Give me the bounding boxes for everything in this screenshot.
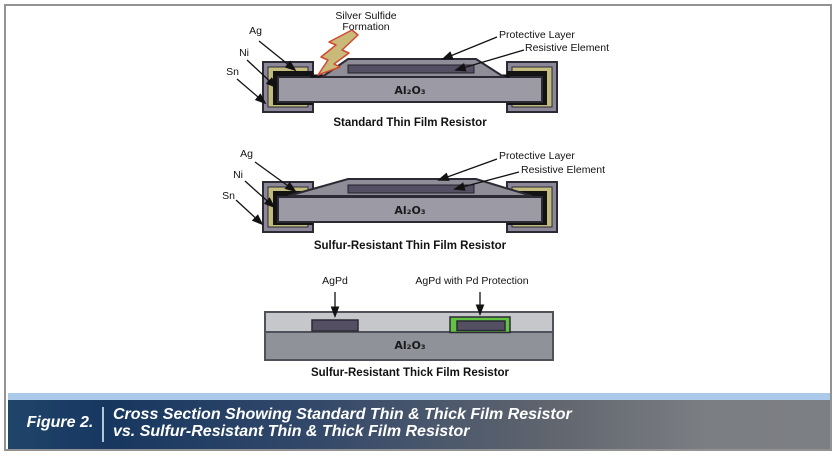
- arrow-protective-layer-2: [437, 158, 498, 181]
- exposed-ag-strip-left: [310, 74, 324, 78]
- caption-band: [8, 400, 830, 449]
- resistor-sulfur-resistant-thick-film: [264, 311, 554, 361]
- label-ag-1: Ag: [249, 25, 262, 37]
- label-agpd-protected: AgPd with Pd Protection: [415, 275, 529, 287]
- caption-separator: [102, 407, 104, 442]
- arrow-resistive-element-2: [453, 171, 520, 191]
- label-protective-layer-2: Protective Layer: [499, 150, 575, 162]
- figure-caption-line2: vs. Sulfur-Resistant Thin & Thick Film R…: [113, 422, 470, 440]
- label-silver-sulfide: Silver Sulfide Formation: [316, 11, 416, 32]
- arrow-protective-layer-1: [441, 36, 498, 60]
- label-ag-2: Ag: [240, 148, 253, 160]
- figure-caption-line1: Cross Section Showing Standard Thin & Th…: [113, 406, 572, 423]
- caption-accent-stripe: [8, 393, 830, 400]
- al2o3-substrate: [264, 331, 554, 361]
- silver-sulfide-line2: Formation: [342, 20, 390, 33]
- substrate-label-1: Al₂O₃: [394, 84, 426, 97]
- arrow-ni-1: [246, 59, 278, 89]
- arrow-ag-2: [254, 161, 297, 193]
- lightning-bolt-icon: [317, 29, 359, 76]
- label-resistive-element-1: Resistive Element: [525, 42, 610, 54]
- label-agpd: AgPd: [322, 275, 348, 287]
- agpd-termination-protected: [456, 320, 506, 332]
- arrow-ni-2: [244, 180, 276, 209]
- label-sn-2: Sn: [222, 190, 235, 202]
- diagram-title-2: Sulfur-Resistant Thin Film Resistor: [313, 240, 507, 252]
- label-resistive-element-2: Resistive Element: [521, 164, 606, 176]
- substrate-label-2: Al₂O₃: [394, 204, 426, 217]
- label-ni-1: Ni: [239, 47, 249, 59]
- arrow-sn-2: [235, 199, 264, 226]
- arrow-ag-1: [258, 40, 297, 72]
- label-ni-2: Ni: [233, 169, 243, 181]
- label-protective-layer-1: Protective Layer: [499, 29, 575, 41]
- substrate-label-3: Al₂O₃: [394, 339, 426, 352]
- resistive-element: [347, 184, 475, 194]
- agpd-termination: [311, 319, 359, 332]
- figure-border: [4, 4, 832, 451]
- label-sn-1: Sn: [226, 66, 239, 78]
- callout-arrows: [235, 36, 525, 318]
- resistive-element: [347, 64, 475, 74]
- silver-sulfide-line1: Silver Sulfide: [335, 10, 397, 22]
- figure-caption: Cross Section Showing Standard Thin & Th…: [113, 406, 572, 440]
- arrow-sn-1: [236, 78, 267, 105]
- diagram-title-1: Standard Thin Film Resistor: [333, 117, 487, 129]
- figure-number: Figure 2.: [26, 414, 94, 431]
- arrow-resistive-element-1: [454, 49, 525, 72]
- al2o3-substrate: [277, 76, 543, 103]
- diagram-title-3: Sulfur-Resistant Thick Film Resistor: [310, 367, 510, 379]
